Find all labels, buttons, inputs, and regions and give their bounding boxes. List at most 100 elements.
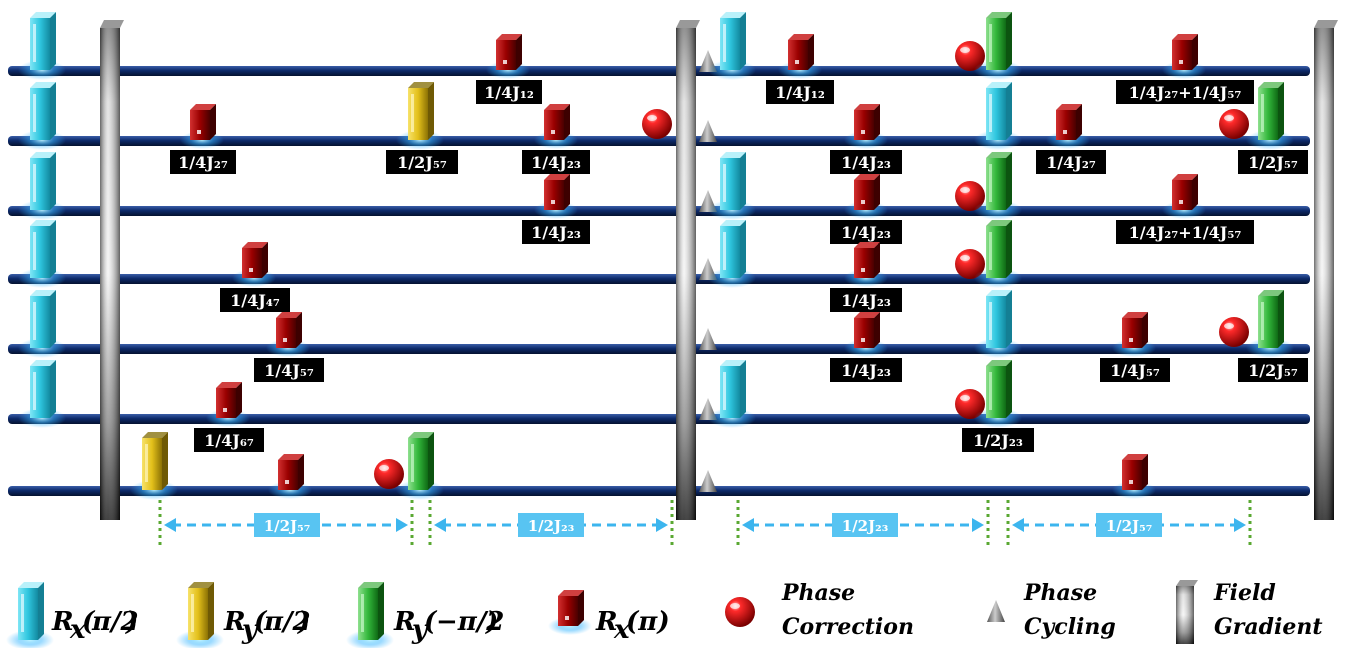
svg-text:(π): (π)	[626, 607, 670, 637]
wire-3	[8, 206, 1310, 216]
svg-text:1/2J₅₇: 1/2J₅₇	[1106, 517, 1153, 535]
ry-neg-half-pulse	[396, 432, 444, 500]
pulse-label: 1/4J₂₃	[830, 288, 902, 312]
svg-text:x: x	[69, 615, 86, 645]
rx-half-pulse	[974, 290, 1022, 358]
ry-neg-half-pulse	[1246, 290, 1294, 358]
legend-ry-neg-half: R y ( −π/2 )	[346, 582, 504, 648]
svg-text:x: x	[613, 615, 630, 645]
phase-cycling-cone	[699, 120, 717, 142]
rx-pi-pulse	[534, 104, 578, 149]
delay-label: 1/2J₂₃	[518, 513, 584, 537]
rx-pi-pulse	[1112, 454, 1156, 499]
ry-half-pulse	[130, 432, 178, 500]
svg-text:1/4J₅₇: 1/4J₅₇	[264, 361, 314, 380]
rx-pi-pulse	[206, 382, 250, 427]
phase-cycling-cone	[699, 328, 717, 350]
svg-text:1/4J₆₇: 1/4J₆₇	[204, 431, 254, 450]
svg-text:1/4J₁₂: 1/4J₁₂	[484, 83, 534, 102]
delay-label: 1/2J₂₃	[832, 513, 898, 537]
svg-text:): )	[125, 607, 138, 637]
pulse-label: 1/2J₅₇	[1238, 150, 1308, 174]
legend-rx-half: R x ( π/2 )	[6, 582, 139, 648]
rx-half-pulse	[18, 360, 66, 428]
phase-correction-ball	[642, 109, 672, 139]
svg-text:Phase: Phase	[781, 580, 855, 606]
rx-pi-pulse	[232, 242, 276, 287]
ry-neg-half-pulse	[974, 12, 1022, 80]
delay-markers: 1/2J₅₇ 1/2J₂₃ 1/2J₂₃ 1/2J₅₇	[158, 500, 1252, 546]
pulse-label: 1/4J₂₃	[830, 358, 902, 382]
rx-pi-pulse	[486, 34, 530, 79]
svg-text:(: (	[424, 607, 438, 637]
phase-cycling-cone	[699, 470, 717, 492]
svg-text:1/2J₅₇: 1/2J₅₇	[264, 517, 311, 535]
rx-half-pulse	[18, 152, 66, 220]
legend-phase-cycling: Phase Cycling	[987, 580, 1116, 640]
ry-neg-half-pulse	[974, 220, 1022, 288]
pulse-label: 1/2J₅₇	[1238, 358, 1308, 382]
wire-7	[8, 486, 1310, 496]
svg-text:1/4J₂₃: 1/4J₂₃	[841, 361, 891, 380]
svg-text:1/4J₂₃: 1/4J₂₃	[841, 153, 891, 172]
svg-text:1/4J₁₂: 1/4J₁₂	[775, 83, 825, 102]
svg-text:1/4J₂₃: 1/4J₂₃	[531, 153, 581, 172]
wire-1	[8, 66, 1310, 76]
svg-text:1/2J₂₃: 1/2J₂₃	[973, 431, 1023, 450]
legend-ry-half: R y ( π/2 )	[176, 582, 311, 648]
svg-text:R: R	[51, 607, 74, 637]
svg-text:1/4J₄₇: 1/4J₄₇	[230, 291, 280, 310]
pulse-label: 1/4J₅₇	[254, 358, 324, 382]
rx-half-pulse	[708, 152, 756, 220]
rx-pi-pulse	[1046, 104, 1090, 149]
svg-text:1/4J₂₃: 1/4J₂₃	[841, 223, 891, 242]
pulse-label: 1/4J₂₇	[1036, 150, 1106, 174]
svg-text:1/2J₅₇: 1/2J₅₇	[1248, 361, 1298, 380]
svg-text:1/2J₅₇: 1/2J₅₇	[1248, 153, 1298, 172]
pulse-label: 1/4J₂₃	[522, 220, 590, 244]
pulse-label: 1/4J₄₇	[220, 288, 290, 312]
svg-text:R: R	[393, 607, 416, 637]
rx-half-pulse	[18, 290, 66, 358]
rx-half-pulse	[708, 360, 756, 428]
pulse-label: 1/4J₂₇+1/4J₅₇	[1116, 80, 1254, 104]
field-gradient-1	[100, 20, 124, 520]
rx-half-pulse	[974, 82, 1022, 150]
rx-pi-pulse	[534, 174, 578, 219]
field-gradient-2	[676, 20, 700, 520]
rx-pi-pulse	[778, 34, 822, 79]
svg-text:−π/2: −π/2	[436, 607, 504, 637]
wire-4	[8, 274, 1310, 284]
legend-field-gradient: Field Gradient	[1176, 580, 1323, 644]
pulse-label: 1/2J₅₇	[386, 150, 458, 174]
phase-correction-ball	[374, 459, 404, 489]
svg-text:Correction: Correction	[782, 614, 914, 640]
ry-neg-half-pulse	[974, 360, 1022, 428]
legend-phase-correction: Phase Correction	[725, 580, 914, 640]
rx-pi-pulse	[1162, 34, 1206, 79]
pulse-label: 1/4J₂₇	[170, 150, 236, 174]
svg-text:π/2: π/2	[91, 607, 139, 637]
svg-text:Gradient: Gradient	[1214, 614, 1323, 640]
svg-text:1/2J₂₃: 1/2J₂₃	[528, 517, 575, 535]
svg-text:1/4J₂₇+1/4J₅₇: 1/4J₂₇+1/4J₅₇	[1129, 223, 1242, 242]
phase-correction-ball	[1219, 109, 1249, 139]
svg-text:): )	[297, 607, 310, 637]
ry-neg-half-pulse	[974, 152, 1022, 220]
rx-half-pulse	[18, 12, 66, 80]
svg-text:1/4J₂₃: 1/4J₂₃	[841, 291, 891, 310]
rx-pi-pulse	[268, 454, 312, 499]
rx-pi-pulse	[1112, 312, 1156, 357]
field-gradients	[100, 20, 1338, 520]
wire-6	[8, 414, 1310, 424]
rx-half-pulse	[708, 220, 756, 288]
svg-text:Cycling: Cycling	[1024, 614, 1116, 640]
ry-half-pulse	[396, 82, 444, 150]
rx-half-pulse	[708, 12, 756, 80]
rx-pi-pulse	[844, 174, 888, 219]
pulse-label: 1/4J₂₃	[830, 150, 902, 174]
svg-text:1/2J₅₇: 1/2J₅₇	[397, 153, 447, 172]
rx-pi-pulse	[844, 104, 888, 149]
rx-half-pulse	[18, 82, 66, 150]
